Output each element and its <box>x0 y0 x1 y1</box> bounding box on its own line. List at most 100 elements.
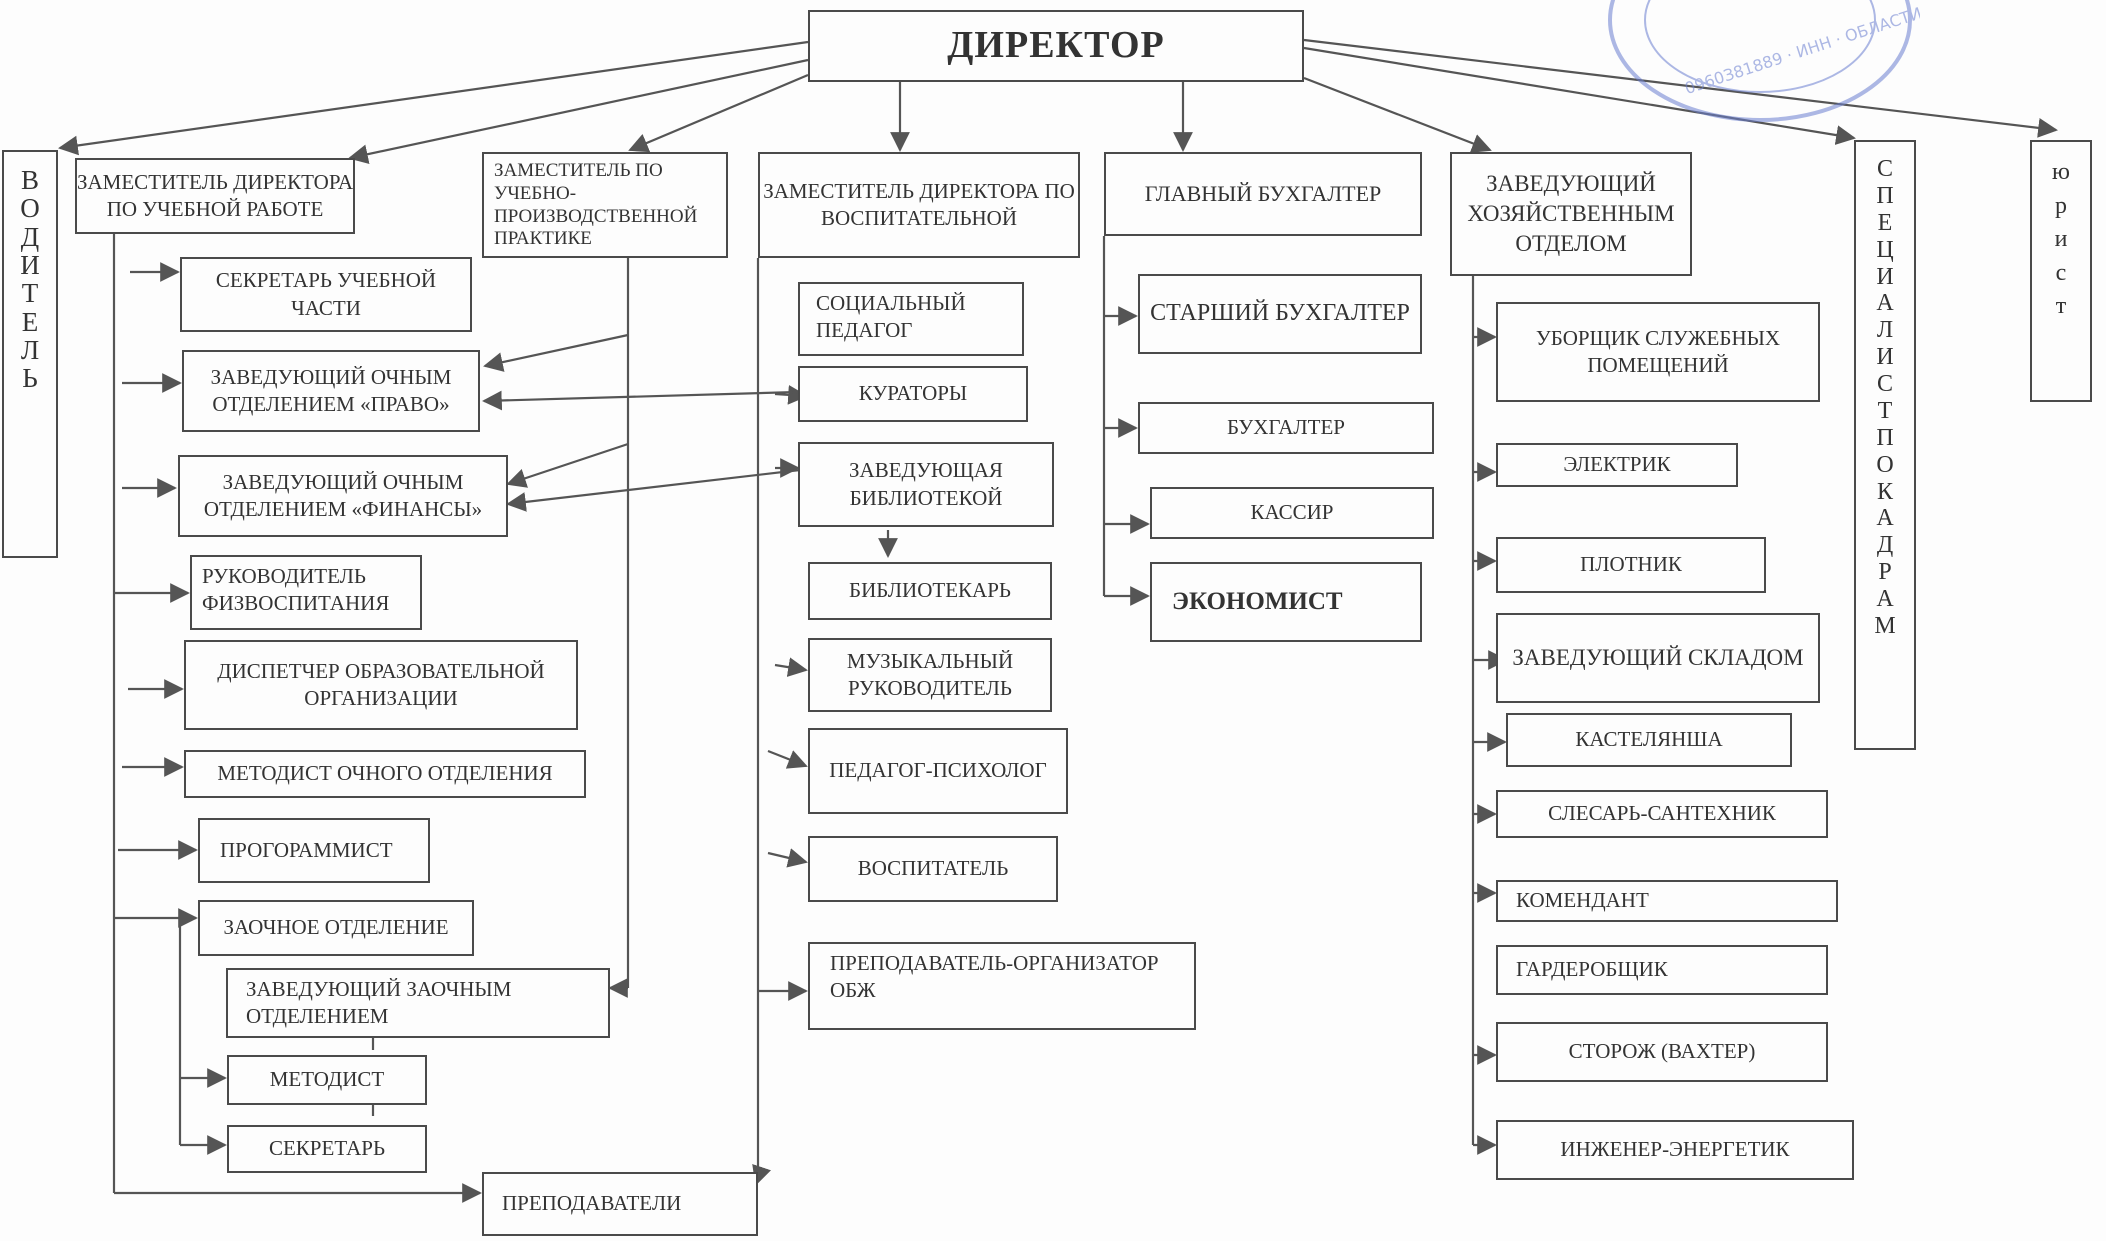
phys-ed-box: РУКОВОДИТЕЛЬ ФИЗВОСПИТАНИЯ <box>190 555 422 630</box>
plumber-label: СЛЕСАРЬ-САНТЕХНИК <box>1548 801 1776 826</box>
vertical-letter: ю <box>2052 159 2070 185</box>
vertical-letter: И <box>20 250 40 281</box>
chief-accountant-label: ГЛАВНЫЙ БУХГАЛТЕР <box>1144 180 1382 206</box>
vertical-letter: Л <box>1876 317 1894 344</box>
extramural-box: ЗАОЧНОЕ ОТДЕЛЕНИЕ <box>198 900 474 956</box>
head-finance-label: ЗАВЕДУЮЩИЙ ОЧНЫМ ОТДЕЛЕНИЕМ «ФИНАНСЫ» <box>203 469 483 521</box>
teachers-label: ПРЕПОДАВАТЕЛИ <box>502 1191 682 1216</box>
senior-accountant-label: СТАРШИЙ БУХГАЛТЕР <box>1150 300 1410 327</box>
psychologist-label: ПЕДАГОГ-ПСИХОЛОГ <box>829 758 1047 783</box>
methodist-label: МЕТОДИСТ <box>269 1067 385 1092</box>
edge-director-household <box>1303 76 1492 153</box>
energy-engineer-label: ИНЖЕНЕР-ЭНЕРГЕТИК <box>1560 1137 1790 1162</box>
edge-library-head-finance <box>506 468 801 512</box>
edge-curators-head-law <box>482 390 799 411</box>
curators-label: КУРАТОРЫ <box>858 381 968 406</box>
edge-director-dep-study <box>348 58 809 164</box>
psychologist-box: ПЕДАГОГ-ПСИХОЛОГ <box>808 728 1068 814</box>
social-pedagogue-box: СОЦИАЛЬНЫЙ ПЕДАГОГ <box>798 282 1024 356</box>
deputy-study-box: ЗАМЕСТИТЕЛЬ ДИРЕКТОРА ПО УЧЕБНОЙ РАБОТЕ <box>75 158 355 234</box>
vertical-letter: с <box>2055 259 2067 286</box>
edge-practice-head-finance <box>506 442 629 488</box>
edge-upbringing-psych <box>767 749 808 769</box>
cleaner-label: УБОРЩИК СЛУЖЕБНЫХ ПОМЕЩЕНИЙ <box>1535 325 1781 377</box>
secretary-study-box: СЕКРЕТАРЬ УЧЕБНОЙ ЧАСТИ <box>180 257 472 332</box>
electrician-box: ЭЛЕКТРИК <box>1496 443 1738 487</box>
linen-keeper-label: КАСТЕЛЯНША <box>1575 727 1723 752</box>
chief-accountant-box: ГЛАВНЫЙ БУХГАЛТЕР <box>1104 152 1422 236</box>
vertical-letter: т <box>2055 293 2067 320</box>
vertical-letter: С <box>1876 371 1893 397</box>
tutor-label: ВОСПИТАТЕЛЬ <box>857 856 1009 881</box>
vertical-letter: и <box>2054 226 2068 253</box>
obzh-teacher-label: ПРЕПОДАВАТЕЛЬ-ОРГАНИЗАТОР ОБЖ <box>830 951 1159 1003</box>
head-household-label: ЗАВЕДУЮЩИЙ ХОЗЯЙСТВЕННЫМ ОТДЕЛОМ <box>1467 171 1675 256</box>
commandant-label: КОМЕНДАНТ <box>1516 888 1649 913</box>
vertical-letter: А <box>1876 505 1894 532</box>
energy-engineer-box: ИНЖЕНЕР-ЭНЕРГЕТИК <box>1496 1120 1854 1180</box>
vertical-letter: Л <box>20 335 40 366</box>
vertical-letter: О <box>20 193 40 224</box>
vertical-letter: Т <box>1877 397 1893 424</box>
vertical-letter: Р <box>1878 559 1892 586</box>
cashier-box: КАССИР <box>1150 487 1434 539</box>
secretary-study-label: СЕКРЕТАРЬ УЧЕБНОЙ ЧАСТИ <box>215 268 437 320</box>
dispatcher-box: ДИСПЕТЧЕР ОБРАЗОВАТЕЛЬНОЙ ОРГАНИЗАЦИИ <box>184 640 578 730</box>
deputy-practice-box: ЗАМЕСТИТЕЛЬ ПО УЧЕБНО-ПРОИЗВОДСТВЕННОЙ П… <box>482 152 728 258</box>
carpenter-label: ПЛОТНИК <box>1580 552 1682 577</box>
methodist-full-label: МЕТОДИСТ ОЧНОГО ОТДЕЛЕНИЯ <box>217 761 553 786</box>
linen-keeper-box: КАСТЕЛЯНША <box>1506 713 1792 767</box>
vertical-letter: М <box>1874 612 1896 639</box>
vertical-letter: А <box>1876 586 1894 612</box>
head-library-label: ЗАВЕДУЮЩАЯ БИБЛИОТЕКОЙ <box>849 458 1003 510</box>
head-law-label: ЗАВЕДУЮЩИЙ ОЧНЫМ ОТДЕЛЕНИЕМ «ПРАВО» <box>210 364 452 416</box>
warehouse-head-box: ЗАВЕДУЮЩИЙ СКЛАДОМ <box>1496 613 1820 703</box>
electrician-label: ЭЛЕКТРИК <box>1563 452 1671 477</box>
vertical-letter: О <box>1876 451 1894 478</box>
vertical-letter: П <box>1876 182 1894 209</box>
director-label: ДИРЕКТОР <box>947 24 1165 67</box>
head-law-box: ЗАВЕДУЮЩИЙ ОЧНЫМ ОТДЕЛЕНИЕМ «ПРАВО» <box>182 350 480 432</box>
vertical-letter: Е <box>21 306 39 337</box>
vertical-letter: С <box>1876 156 1893 182</box>
warehouse-head-label: ЗАВЕДУЮЩИЙ СКЛАДОМ <box>1512 645 1804 671</box>
edge-director-dep-practice <box>628 73 809 153</box>
phys-ed-label: РУКОВОДИТЕЛЬ ФИЗВОСПИТАНИЯ <box>202 564 390 616</box>
social-pedagogue-label: СОЦИАЛЬНЫЙ ПЕДАГОГ <box>816 291 966 343</box>
cleaner-box: УБОРЩИК СЛУЖЕБНЫХ ПОМЕЩЕНИЙ <box>1496 302 1820 402</box>
deputy-upbringing-label: ЗАМЕСТИТЕЛЬ ДИРЕКТОРА ПО ВОСПИТАТЕЛЬНОЙ <box>763 178 1075 230</box>
edge-upbringing-music <box>774 657 808 677</box>
official-seal: 0960З81889 · ИНН · ОБЛАСТИ · ОБРАЗОВАТЕЛ… <box>1608 0 1920 122</box>
edge-upbringing-tutor <box>767 848 808 868</box>
watchman-label: СТОРОЖ (ВАХТЕР) <box>1568 1039 1756 1064</box>
commandant-box: КОМЕНДАНТ <box>1496 880 1838 922</box>
extramural-label: ЗАОЧНОЕ ОТДЕЛЕНИЕ <box>223 915 449 940</box>
vertical-letter: Ь <box>22 363 38 394</box>
director-box: ДИРЕКТОР <box>808 10 1304 82</box>
tutor-box: ВОСПИТАТЕЛЬ <box>808 836 1058 902</box>
edge-director-driver <box>58 40 809 156</box>
seal-text: 0960З81889 · ИНН · ОБЛАСТИ · ОБРАЗОВАТЕЛ… <box>1682 0 1920 98</box>
vertical-letter: Т <box>21 278 39 309</box>
economist-label: ЭКОНОМИСТ <box>1172 587 1343 615</box>
vertical-letter: И <box>1876 344 1894 371</box>
music-director-label: МУЗЫКАЛЬНЫЙ РУКОВОДИТЕЛЬ <box>846 648 1014 700</box>
deputy-practice-label: ЗАМЕСТИТЕЛЬ ПО УЧЕБНО-ПРОИЗВОДСТВЕННОЙ П… <box>494 160 698 250</box>
programmer-box: ПРОГОРАММИСТ <box>198 818 430 883</box>
watchman-box: СТОРОЖ (ВАХТЕР) <box>1496 1022 1828 1082</box>
cloakroom-box: ГАРДЕРОБЩИК <box>1496 945 1828 995</box>
head-extramural-label: ЗАВЕДУЮЩИЙ ЗАОЧНЫМ ОТДЕЛЕНИЕМ <box>246 977 512 1029</box>
vertical-letter: К <box>1876 478 1893 505</box>
cashier-label: КАССИР <box>1250 500 1334 525</box>
obzh-teacher-box: ПРЕПОДАВАТЕЛЬ-ОРГАНИЗАТОР ОБЖ <box>808 942 1196 1030</box>
carpenter-box: ПЛОТНИК <box>1496 537 1766 593</box>
accountant-box: БУХГАЛТЕР <box>1138 402 1434 454</box>
programmer-label: ПРОГОРАММИСТ <box>220 837 393 862</box>
vertical-letter: Е <box>1877 209 1893 236</box>
vertical-letter: р <box>2055 192 2067 219</box>
cloakroom-label: ГАРДЕРОБЩИК <box>1516 957 1668 982</box>
plumber-box: СЛЕСАРЬ-САНТЕХНИК <box>1496 790 1828 838</box>
vertical-letter: Ц <box>1876 236 1894 263</box>
